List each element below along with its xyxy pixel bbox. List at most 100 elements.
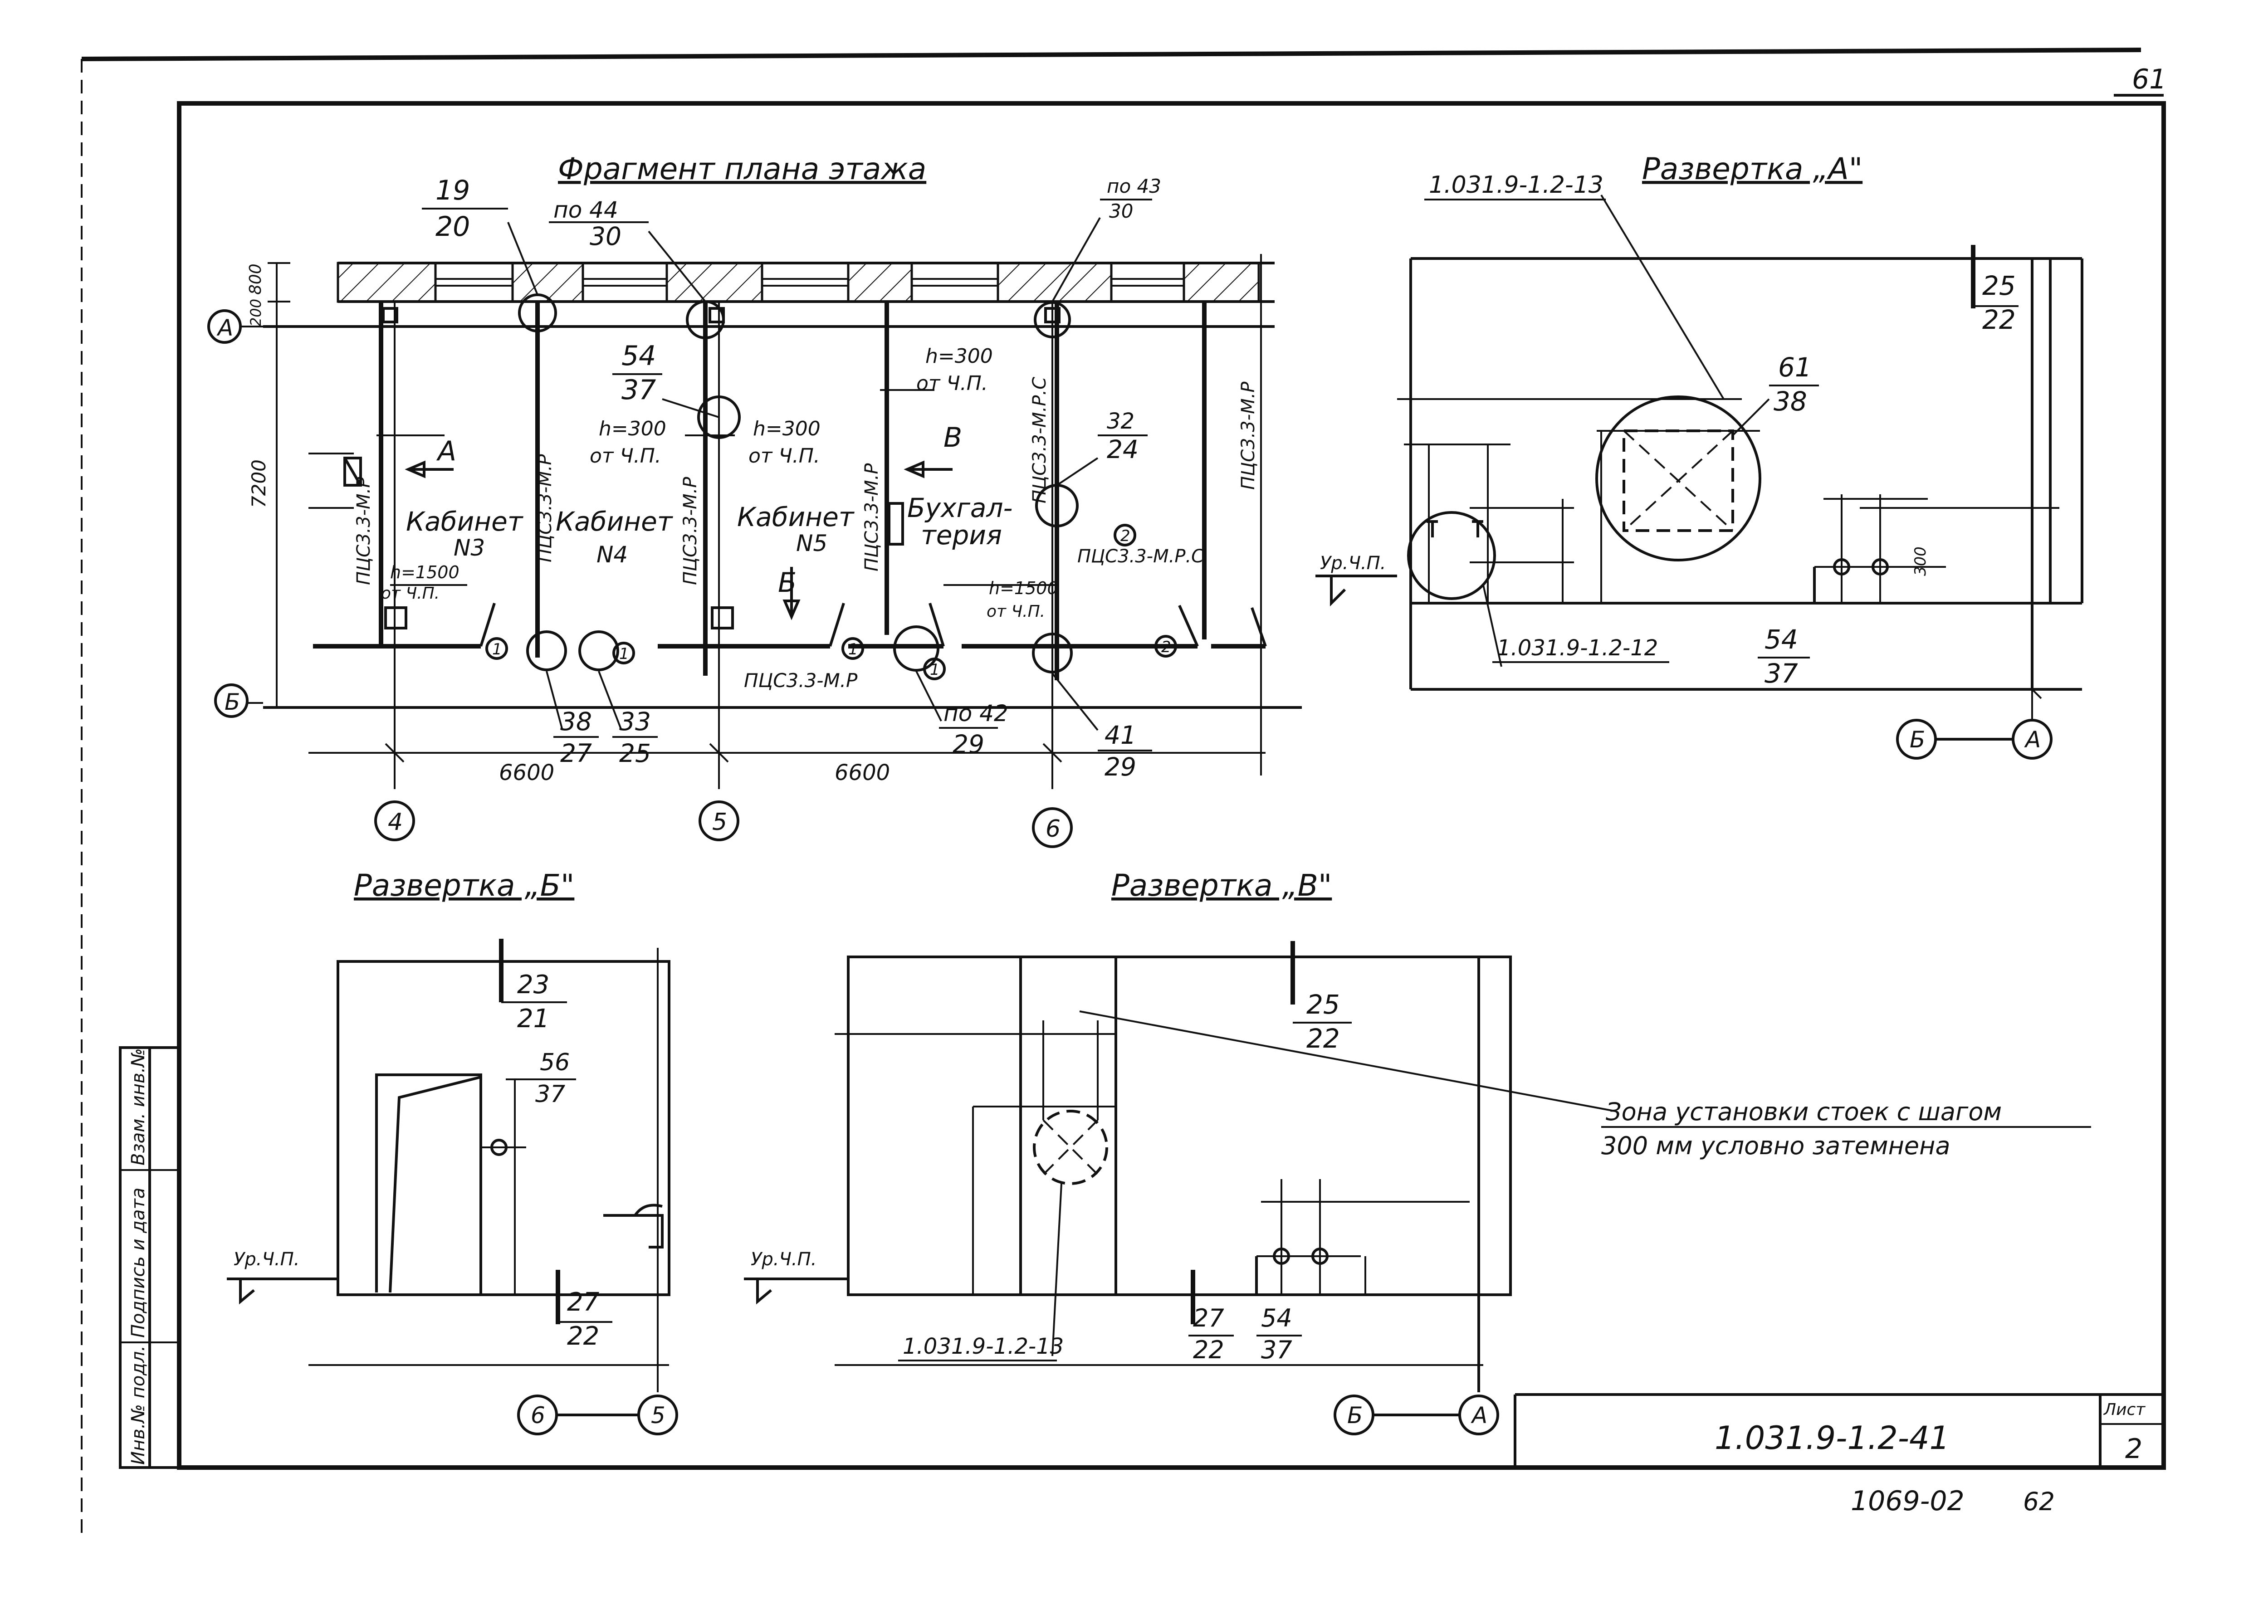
sheet-number: 2 xyxy=(2125,1433,2142,1465)
callout-20: 20 xyxy=(435,211,470,243)
node-circle xyxy=(893,625,939,672)
dev-B-floor-level: Ур.Ч.П. xyxy=(234,1249,299,1270)
dev-A-22: 22 xyxy=(1982,304,2016,335)
room-4-name: Кабинет xyxy=(556,506,674,537)
mark-circle xyxy=(612,642,635,664)
partition-1: ПЦС3.3-М.Р xyxy=(353,477,374,585)
callout-24: 24 xyxy=(1107,435,1139,464)
view-mark-V: В xyxy=(943,422,962,454)
partition-5: ПЦС3.3-М.Р.С xyxy=(1029,377,1050,503)
stand-zone-circle xyxy=(1033,1110,1108,1185)
height-300-c-sub: от Ч.П. xyxy=(916,372,988,395)
callout-27: 27 xyxy=(560,739,592,768)
room-buh-2: терия xyxy=(921,520,1002,551)
mark-circle xyxy=(923,658,946,680)
callout-37: 37 xyxy=(621,374,656,406)
floor-plan xyxy=(207,217,1302,848)
mark-circle xyxy=(485,637,508,660)
height-1500-a: h=1500 xyxy=(390,562,459,582)
callout-29b: 29 xyxy=(1105,752,1136,781)
archive-page: 62 xyxy=(2023,1487,2055,1516)
height-300-a-sub: от Ч.П. xyxy=(590,444,661,468)
mark-1d: 1 xyxy=(930,661,940,679)
mark-2b: 2 xyxy=(1161,638,1171,656)
dev-V-floor-level: Ур.Ч.П. xyxy=(751,1249,816,1270)
node-circle xyxy=(526,630,567,671)
dev-A-axis-B: Б xyxy=(1910,727,1925,753)
wall-pier xyxy=(847,262,913,303)
development-B xyxy=(227,939,678,1435)
dev-V-ref: 1.031.9-1.2-13 xyxy=(903,1334,1064,1359)
node-circle xyxy=(697,395,741,439)
dev-V-axis-A: А xyxy=(1471,1402,1487,1429)
callout-19: 19 xyxy=(435,175,470,206)
dev-A-61: 61 xyxy=(1778,352,1812,383)
height-300-a: h=300 xyxy=(599,417,666,440)
note-line-2: 300 мм условно затемнена xyxy=(1601,1131,1950,1160)
mark-1a: 1 xyxy=(492,640,502,658)
mark-circle xyxy=(1154,635,1177,658)
dev-A-38: 38 xyxy=(1774,386,1807,417)
partition-6: ПЦС3.3-М.Р xyxy=(1238,381,1259,490)
dim-span2: 6600 xyxy=(835,760,890,785)
partition-3: ПЦС3.3-М.Р xyxy=(680,477,701,585)
callout-32: 32 xyxy=(1107,409,1134,434)
view-mark-A: А xyxy=(436,435,456,467)
dev-V-22: 22 xyxy=(1306,1023,1340,1054)
dev-B-title: Развертка „Б" xyxy=(354,868,574,903)
axis-label-4: 4 xyxy=(388,809,403,836)
node-circle xyxy=(578,630,619,671)
callout-29a: 29 xyxy=(953,730,984,759)
axis-bubble-6 xyxy=(1032,807,1073,848)
socket-circle xyxy=(1407,511,1496,600)
mark-circle xyxy=(841,637,864,660)
development-V xyxy=(744,941,1615,1435)
room-3-num: N3 xyxy=(454,535,485,561)
partition-2: ПЦС3.3-М.Р xyxy=(535,454,556,562)
wall-pier xyxy=(665,262,763,303)
partition-4: ПЦС3.3-М.Р xyxy=(861,463,882,571)
dev-V-54: 54 xyxy=(1261,1304,1292,1332)
mark-2a: 2 xyxy=(1120,527,1130,545)
dev-B-21: 21 xyxy=(517,1004,549,1034)
callout-po42: по 42 xyxy=(943,700,1008,727)
callout-30a: 30 xyxy=(590,222,621,251)
axis-label-B: Б xyxy=(225,689,240,715)
dim-span1: 6600 xyxy=(499,760,554,785)
sheet-designation: 1.031.9-1.2-41 xyxy=(1715,1419,1950,1457)
axis-bubble-4 xyxy=(374,800,415,841)
callout-30b: 30 xyxy=(1109,200,1133,222)
stamp-replace: Взам. инв.№ xyxy=(128,1048,149,1166)
dev-A-floor-level: Ур.Ч.П. xyxy=(1320,553,1386,574)
axis-label-6: 6 xyxy=(1046,815,1061,843)
wall-pier xyxy=(337,262,437,303)
view-mark-B: Б xyxy=(778,567,797,599)
sheet-label: Лист xyxy=(2103,1400,2146,1419)
dev-B-23: 23 xyxy=(517,970,549,1000)
room-buh-1: Бухгал- xyxy=(907,493,1012,523)
height-1500-b-sub: от Ч.П. xyxy=(987,602,1045,621)
dev-A-37: 37 xyxy=(1765,658,1798,689)
dim-800: 800 xyxy=(246,263,265,295)
dev-A-ref-top: 1.031.9-1.2-13 xyxy=(1429,171,1603,199)
callout-41: 41 xyxy=(1105,721,1136,750)
wall-pier xyxy=(1183,262,1260,303)
sheet-frame xyxy=(81,48,2166,1533)
dev-B-axis-5: 5 xyxy=(651,1402,665,1429)
dev-V-22b: 22 xyxy=(1193,1336,1224,1364)
callout-po43: по 43 xyxy=(1107,175,1161,197)
dev-V-27: 27 xyxy=(1193,1304,1224,1332)
height-300-b-sub: от Ч.П. xyxy=(748,444,820,468)
development-A xyxy=(1315,194,2083,760)
stamp-inv: Инв.№ подл. xyxy=(128,1346,149,1465)
mark-1c: 1 xyxy=(848,640,858,658)
callout-38: 38 xyxy=(560,707,592,736)
room-4-num: N4 xyxy=(596,541,628,568)
callout-54: 54 xyxy=(621,340,656,372)
height-1500-a-sub: от Ч.П. xyxy=(381,584,440,603)
plan-title: Фрагмент плана этажа xyxy=(558,151,926,186)
mark-1b: 1 xyxy=(619,645,629,663)
dev-B-56: 56 xyxy=(540,1049,570,1076)
